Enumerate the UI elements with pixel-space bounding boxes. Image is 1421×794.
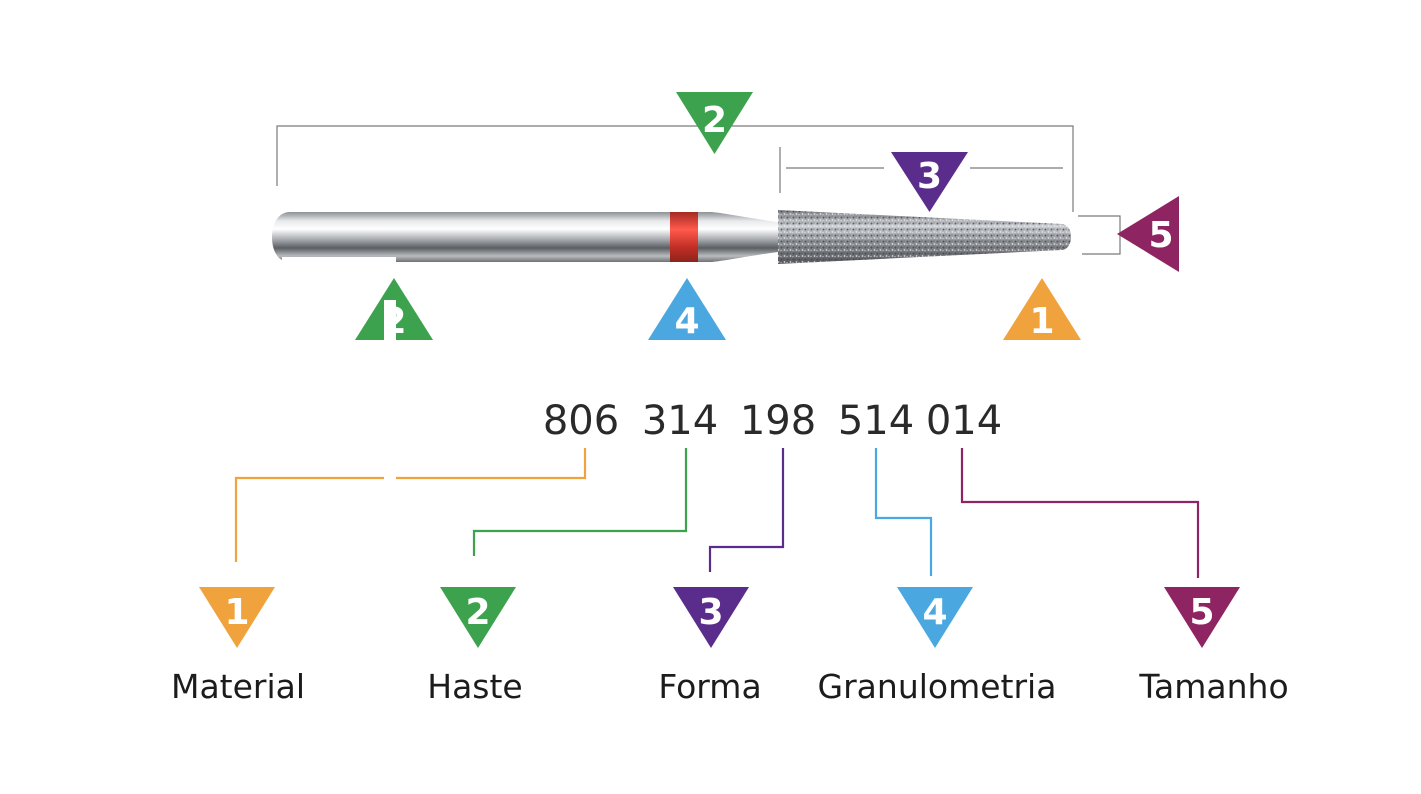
legend-forma-label: Forma	[658, 667, 761, 706]
marker-material: 1	[1003, 278, 1081, 342]
legend-tamanho-triangle	[1164, 587, 1240, 648]
connector-haste	[472, 448, 688, 556]
marker-shank-top-triangle	[676, 92, 753, 154]
marker-size: 5	[1117, 196, 1179, 272]
code-segment-material: 806	[543, 398, 619, 444]
marker-ring: 4	[648, 278, 726, 342]
marker-ring-number: 4	[674, 301, 699, 342]
legend-granulometria-triangle	[897, 587, 973, 648]
legend-tamanho-label: Tamanho	[1138, 667, 1288, 706]
connector-tamanho	[960, 448, 1200, 578]
legend-tamanho-number: 5	[1189, 592, 1214, 633]
head-length-bracket-left	[779, 147, 884, 193]
legend-haste-number: 2	[465, 592, 490, 633]
marker-head: 3	[891, 152, 968, 212]
diameter-bracket	[1078, 215, 1121, 255]
code-segment-haste: 314	[642, 398, 718, 444]
legend-forma-number: 3	[698, 592, 723, 633]
legend-granulometria: 4 Granulometria	[818, 587, 1057, 706]
connector-lines	[234, 448, 1200, 578]
bur-diamond-grit	[778, 210, 1071, 264]
code-segment-granulometria: 514	[838, 398, 914, 444]
marker-shank-top: 2	[676, 92, 753, 154]
legend-material-number: 1	[224, 592, 249, 633]
bur-neck	[698, 212, 778, 262]
connector-material	[234, 448, 587, 562]
legend-haste: 2 Haste	[427, 587, 523, 706]
code-segment-tamanho: 014	[926, 398, 1002, 444]
marker-shank-bottom-gap	[384, 300, 396, 341]
connector-material-gap	[384, 470, 396, 486]
bur-color-band	[670, 212, 698, 262]
bur-shank	[272, 212, 670, 262]
marker-head-number: 3	[917, 156, 942, 197]
code-segment-forma: 198	[740, 398, 816, 444]
marker-shank-bottom: 2	[355, 278, 433, 342]
legend-material-label: Material	[171, 667, 305, 706]
overall-length-bracket	[276, 125, 1074, 212]
legend-forma: 3 Forma	[658, 587, 762, 706]
legend-tamanho: 5 Tamanho	[1138, 587, 1289, 706]
marker-shank-top-number: 2	[702, 100, 727, 141]
iso-code: 806 314 198 514 014	[543, 398, 1002, 444]
legend-granulometria-label: Granulometria	[818, 667, 1057, 706]
legend-haste-triangle	[440, 587, 516, 648]
connector-granulometria	[874, 448, 933, 576]
legend-material-triangle	[199, 587, 275, 648]
marker-material-triangle	[1003, 278, 1081, 340]
marker-size-triangle	[1117, 196, 1179, 272]
shank-cutout	[282, 257, 396, 267]
legend-material: 1 Material	[171, 587, 305, 706]
legend-granulometria-number: 4	[922, 592, 947, 633]
marker-size-number: 5	[1148, 215, 1173, 256]
marker-head-triangle	[891, 152, 968, 212]
legend-haste-label: Haste	[427, 667, 522, 706]
bur-illustration	[272, 210, 1071, 341]
connector-forma	[708, 448, 785, 572]
marker-material-number: 1	[1029, 301, 1054, 342]
legend-forma-triangle	[673, 587, 749, 648]
marker-ring-triangle	[648, 278, 726, 340]
